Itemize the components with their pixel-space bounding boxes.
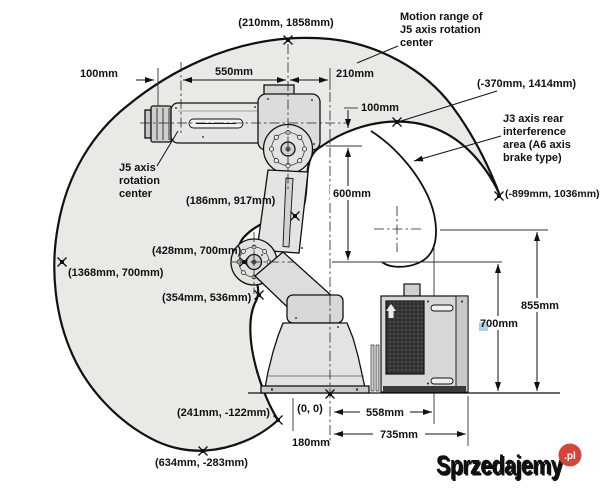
point-top-label: (210mm, 1858mm) — [238, 17, 334, 29]
watermark-wordmark: Sprzedajemy — [436, 450, 562, 480]
dim-558-label: 558mm — [366, 407, 404, 419]
upper-arm-rod — [282, 177, 294, 248]
robot-manipulator — [144, 84, 370, 394]
dim-100-left-label: 100mm — [80, 68, 118, 80]
j3-area-label-line1: J3 axis rear — [503, 113, 564, 125]
upper-arm-link — [256, 169, 309, 254]
point-upper-arm-label: (186mm, 917mm) — [186, 195, 276, 207]
controller-cabinet — [370, 283, 469, 393]
point-bottom-label: (634mm, -283mm) — [155, 457, 248, 469]
rivet-dots — [175, 98, 339, 328]
origin-label: (0, 0) — [297, 403, 323, 415]
cabinet-base-strip — [383, 386, 466, 392]
j3-area-leader — [413, 135, 502, 162]
j3-area-label-line2: interference — [503, 126, 566, 138]
cabinet-stand-leg — [370, 344, 375, 392]
j5-center-label-line1: J5 axis — [119, 162, 156, 174]
wrist-cap — [150, 105, 172, 143]
dim-600-label: 600mm — [333, 188, 371, 200]
dim-180-label: 180mm — [292, 437, 330, 449]
cabinet-handle-top — [430, 304, 454, 312]
motion-range-label-line1: Motion range of — [400, 11, 483, 23]
cabinet-handle-bottom — [430, 377, 454, 385]
j5-center-label-line3: center — [119, 188, 153, 200]
point-left-label: (1368mm, 700mm) — [68, 267, 164, 279]
watermark-shadow: Sprzedajemy — [438, 452, 564, 482]
cabinet-side-panel — [455, 295, 469, 393]
motion-range-leader — [356, 45, 399, 64]
j3-interference-arc — [370, 130, 437, 268]
j5-center-label-line2: rotation — [119, 175, 160, 187]
watermark-badge — [558, 443, 582, 467]
dim-550-label: 550mm — [215, 66, 253, 78]
dim-700-label: 700mm — [480, 318, 518, 330]
j3-area-label-line4: brake type) — [503, 152, 562, 164]
dim-735-label: 735mm — [380, 429, 418, 441]
annotation-labels: Motion range of J5 axis rotation center … — [119, 11, 571, 200]
robot-base — [264, 322, 366, 389]
motion-range-label-line3: center — [400, 37, 434, 49]
j3-area-label-line3: area (A6 axis — [503, 139, 571, 151]
centerlines — [140, 44, 422, 444]
dimension-labels: 100mm 550mm 210mm 100mm 600mm 700mm 855m… — [80, 66, 559, 449]
j5-center-leader — [156, 130, 179, 167]
dim-210-label: 210mm — [336, 68, 374, 80]
wrist-flange — [144, 109, 152, 139]
point-rear-top-label: (-370mm, 1414mm) — [477, 78, 576, 90]
watermark-tld: .pl — [564, 451, 576, 462]
point-notch-lower-label: (354mm, 536mm) — [162, 292, 252, 304]
cabinet-stand-leg — [375, 344, 380, 392]
coordinate-labels: (210mm, 1858mm) (1368mm, 700mm) (186mm, … — [68, 17, 600, 469]
dim-100-rear-label: 100mm — [361, 102, 399, 114]
highlight-square — [479, 322, 488, 331]
label-backgrounds — [330, 186, 563, 441]
base-flange — [260, 385, 370, 394]
watermark: Sprzedajemy Sprzedajemy .pl — [436, 443, 582, 482]
point-bottom-right-label: (241mm, -122mm) — [177, 407, 270, 419]
dim-855-label: 855mm — [521, 300, 559, 312]
point-rear-tip-label: (-899mm, 1036mm) — [505, 188, 600, 200]
point-notch-upper-label: (428mm, 700mm) — [152, 245, 242, 257]
leader-lines — [156, 45, 502, 167]
cabinet-arrow-icon — [386, 304, 396, 318]
rear-top-leader — [400, 90, 498, 122]
motion-range-label-line2: J5 axis rotation — [400, 24, 481, 36]
cabinet-top-box — [403, 283, 421, 297]
